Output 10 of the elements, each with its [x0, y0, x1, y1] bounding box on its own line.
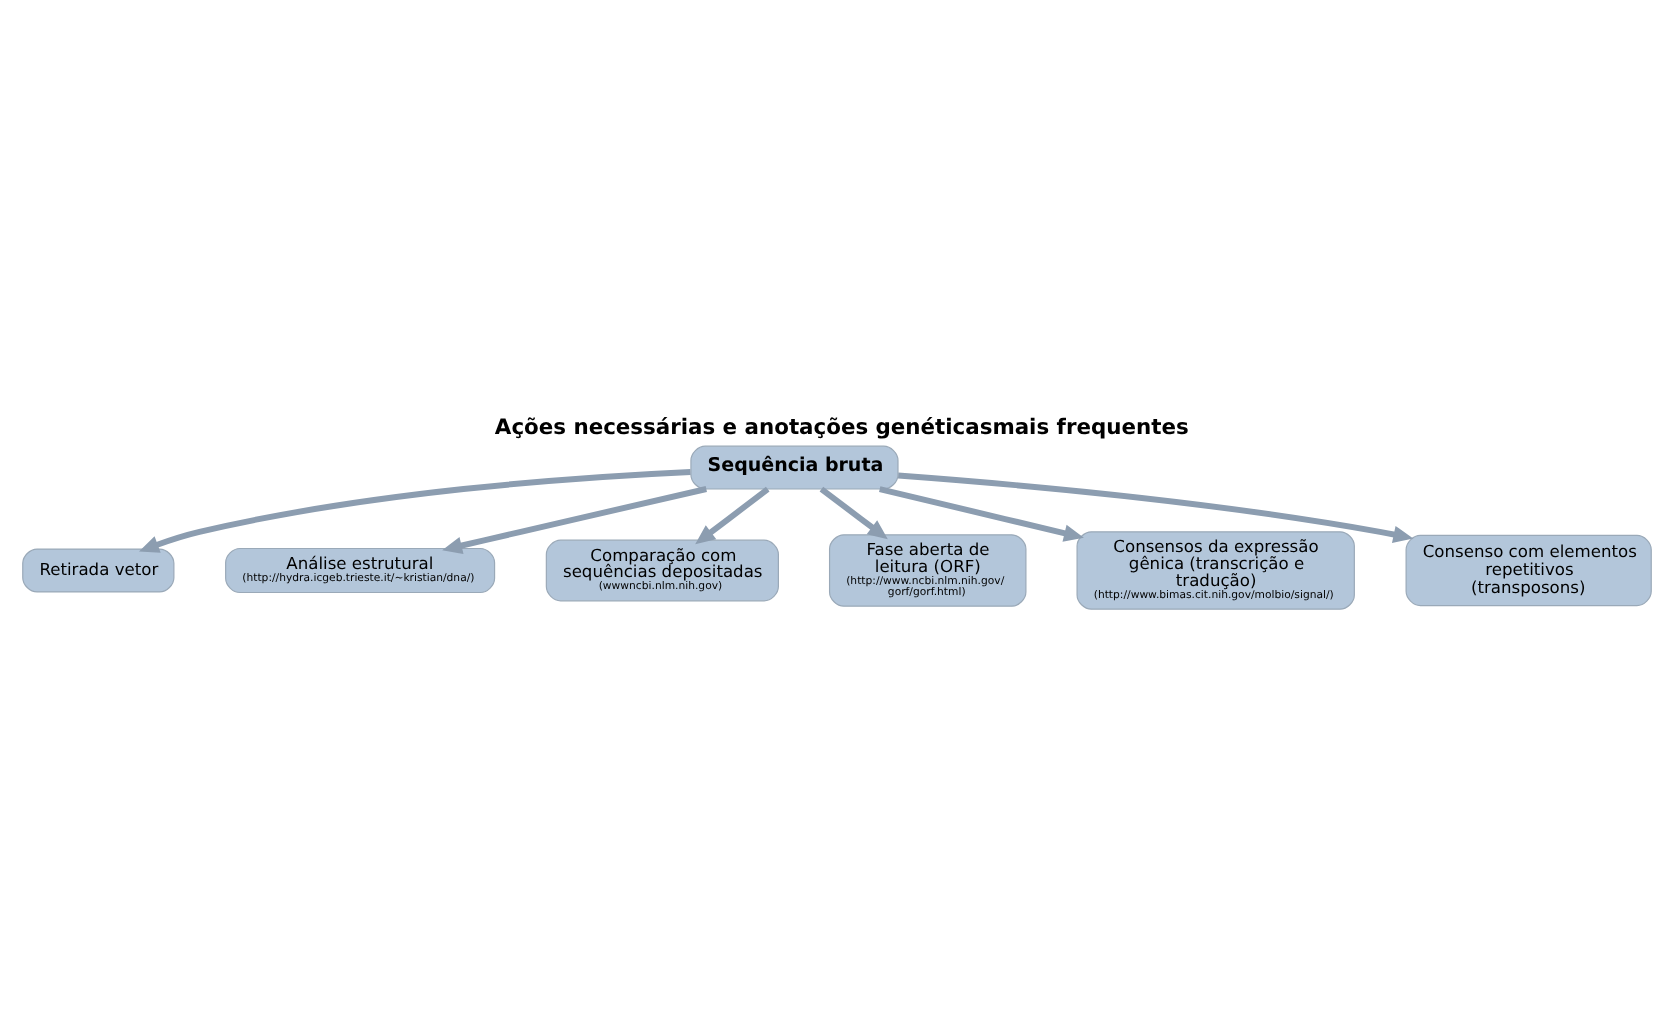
- node-box: Sequência bruta: [689, 445, 898, 490]
- arrow: [441, 486, 706, 555]
- arrow: [878, 486, 1083, 542]
- arrow: [694, 486, 769, 545]
- arrow: [896, 472, 1413, 543]
- node-box: Consenso com elementos repetitivos (transposons): [1404, 534, 1651, 607]
- diagram-title: Ações necessárias e anotações genéticasmais frequentes: [493, 413, 1188, 440]
- node-box: Retirada vetor: [21, 548, 174, 593]
- arrow: [818, 486, 887, 540]
- arrow: [138, 468, 690, 553]
